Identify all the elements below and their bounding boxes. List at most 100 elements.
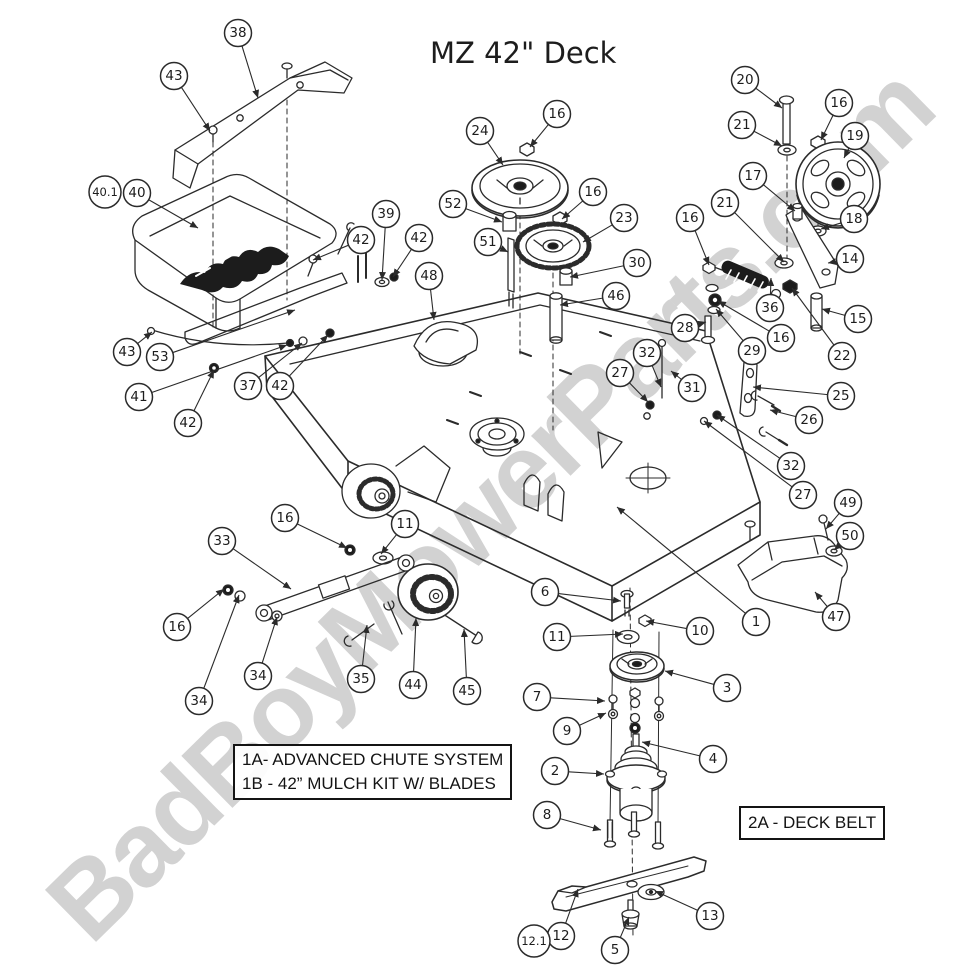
balloon-45: 45 (452, 676, 482, 706)
leader-line-31 (670, 370, 682, 380)
leader-line-6 (558, 593, 622, 604)
leader-line-2 (568, 770, 605, 778)
balloon-33: 33 (207, 526, 237, 556)
balloon-30: 30 (622, 248, 652, 278)
svg-text:39: 39 (377, 206, 394, 222)
leader-line-15 (821, 307, 846, 316)
svg-text:27: 27 (794, 487, 811, 503)
leader-line-16 (820, 114, 834, 141)
leader-line-17 (763, 184, 796, 212)
balloon-42: 42 (404, 223, 434, 253)
leader-line-30 (569, 265, 624, 279)
leader-lines (137, 45, 851, 938)
balloon-53: 53 (145, 342, 175, 372)
note-deck-belt: 2A - DECK BELT (739, 806, 886, 840)
rear-baffle (737, 514, 848, 613)
balloon-12.1: 12.1 (517, 924, 551, 958)
leader-line-37 (258, 342, 303, 379)
svg-text:32: 32 (782, 458, 799, 474)
leader-line-4 (641, 740, 700, 757)
svg-text:37: 37 (239, 378, 256, 394)
balloon-9: 9 (552, 716, 582, 746)
balloon-43: 43 (159, 61, 189, 91)
leader-line-19 (843, 147, 851, 159)
balloon-34: 34 (184, 686, 214, 716)
svg-text:32: 32 (638, 345, 655, 361)
note-line-2a: 2A - DECK BELT (748, 813, 877, 832)
svg-text:12: 12 (552, 928, 569, 944)
leader-line-32 (716, 414, 781, 459)
leader-line-11 (380, 534, 397, 555)
svg-text:10: 10 (691, 623, 708, 639)
balloon-29: 29 (737, 336, 767, 366)
balloon-48: 48 (414, 261, 444, 291)
leader-line-48 (429, 289, 437, 321)
leader-line-11 (570, 630, 624, 638)
note-chute-mulch: 1A- ADVANCED CHUTE SYSTEM 1B - 42” MULCH… (233, 744, 513, 800)
svg-text:42: 42 (271, 378, 288, 394)
balloon-44: 44 (398, 670, 428, 700)
balloon-39: 39 (371, 199, 401, 229)
svg-text:42: 42 (410, 230, 427, 246)
balloon-22: 22 (827, 341, 857, 371)
svg-text:42: 42 (179, 415, 196, 431)
svg-text:22: 22 (833, 348, 850, 364)
svg-text:49: 49 (839, 495, 856, 511)
leader-line-53 (172, 309, 296, 354)
leader-line-21 (753, 130, 783, 147)
leader-line-3 (664, 669, 715, 685)
balloon-6: 6 (530, 577, 560, 607)
svg-text:17: 17 (744, 168, 761, 184)
svg-text:9: 9 (563, 723, 572, 739)
leader-line-46 (559, 297, 603, 308)
leader-line-1 (616, 506, 746, 614)
svg-text:12.1: 12.1 (521, 934, 547, 948)
balloon-50: 50 (835, 521, 865, 551)
leader-line-50 (833, 542, 843, 551)
svg-text:18: 18 (845, 211, 862, 227)
leader-line-16 (717, 300, 770, 332)
leader-line-8 (559, 818, 602, 832)
svg-text:13: 13 (701, 908, 718, 924)
svg-text:16: 16 (584, 184, 601, 200)
balloon-5: 5 (600, 935, 630, 965)
balloon-13: 13 (695, 901, 725, 931)
svg-text:51: 51 (479, 234, 496, 250)
balloon-11: 11 (542, 622, 572, 652)
diagram-title: MZ 42" Deck (430, 36, 617, 70)
svg-text:43: 43 (118, 344, 135, 360)
svg-text:25: 25 (832, 388, 849, 404)
leader-line-7 (550, 697, 606, 705)
svg-text:40.1: 40.1 (92, 185, 118, 199)
note-line-1b: 1B - 42” MULCH KIT W/ BLADES (242, 774, 496, 793)
svg-text:11: 11 (396, 516, 413, 532)
leader-line-41 (151, 344, 288, 394)
chute-mount-bracket (172, 61, 353, 331)
svg-text:19: 19 (846, 128, 863, 144)
leader-line-51 (499, 245, 509, 253)
balloon-15: 15 (843, 304, 873, 334)
right-idler-pulley-stack (774, 95, 881, 332)
svg-text:4: 4 (709, 751, 718, 767)
leader-line-16 (296, 523, 348, 549)
balloon-47: 47 (821, 602, 851, 632)
svg-text:23: 23 (615, 210, 632, 226)
balloon-16: 16 (824, 88, 854, 118)
balloon-23: 23 (609, 203, 639, 233)
leader-line-14 (827, 258, 837, 266)
balloon-11: 11 (390, 509, 420, 539)
balloon-21: 21 (727, 110, 757, 140)
svg-text:40: 40 (128, 185, 145, 201)
leader-line-22 (791, 287, 835, 346)
leader-line-26 (769, 408, 797, 418)
balloon-26: 26 (794, 405, 824, 435)
leader-line-36 (767, 277, 775, 295)
balloon-7: 7 (522, 682, 552, 712)
balloon-21: 21 (710, 188, 740, 218)
svg-text:31: 31 (683, 380, 700, 396)
leader-line-9 (579, 712, 607, 726)
svg-text:26: 26 (800, 412, 817, 428)
leader-line-42 (288, 334, 329, 377)
svg-text:50: 50 (841, 528, 858, 544)
svg-text:42: 42 (352, 232, 369, 248)
